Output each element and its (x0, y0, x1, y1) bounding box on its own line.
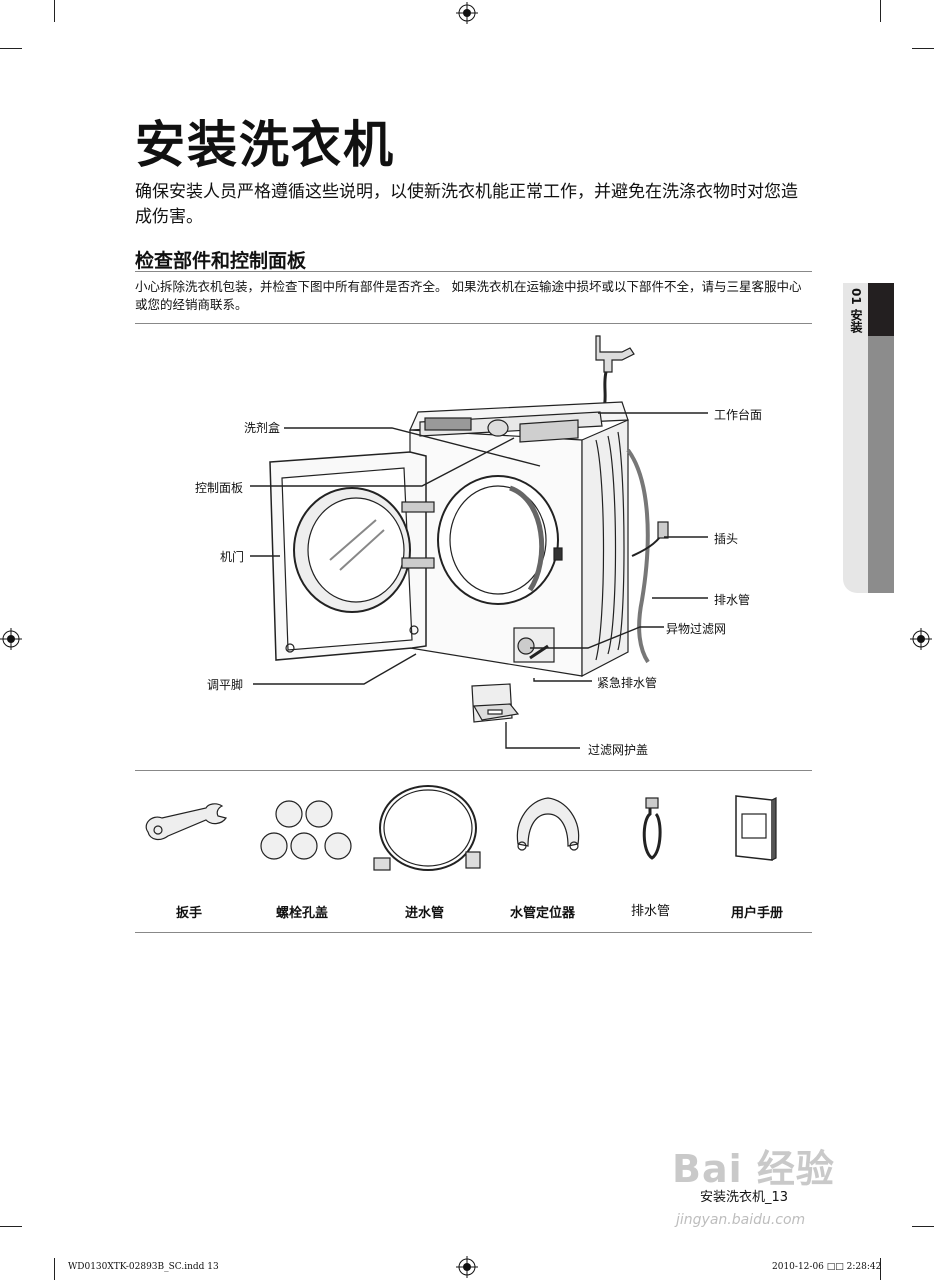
crop-mark (880, 1258, 881, 1280)
registration-mark-icon (0, 628, 22, 650)
crop-mark (54, 1258, 55, 1280)
manual-icon (735, 795, 777, 861)
label-detergent: 洗剂盒 (244, 421, 281, 435)
label-drain-hose: 排水管 (714, 593, 751, 607)
label-plug: 插头 (714, 532, 739, 546)
drain-hose-icon (642, 797, 662, 860)
page-title: 安装洗衣机 (135, 116, 395, 174)
accessory-label-wrench: 扳手 (176, 906, 203, 921)
crop-mark (0, 1226, 22, 1227)
page-number-label: 安装洗衣机_13 (700, 1190, 789, 1205)
registration-mark-icon (456, 2, 478, 24)
crop-mark (0, 48, 22, 49)
crop-mark (54, 0, 55, 22)
side-tab-label: 01 安装 (849, 288, 863, 333)
accessories-illustrations (145, 785, 777, 871)
section-description: 小心拆除洗衣机包装，并检查下图中所有部件是否齐全。 如果洗衣机在运输途中损坏或以… (135, 279, 802, 312)
accessory-label-manual: 用户手册 (731, 906, 784, 921)
bolt-caps-icon (260, 800, 352, 860)
crop-mark (912, 1226, 934, 1227)
label-filter: 异物过滤网 (666, 622, 727, 636)
side-tab-background (843, 283, 868, 593)
label-worktop: 工作台面 (714, 408, 763, 422)
divider (135, 932, 812, 933)
registration-mark-icon (910, 628, 932, 650)
accessory-label-drain-hose: 排水管 (631, 904, 671, 919)
watermark-brand: Bai 经验 (672, 1147, 835, 1191)
print-timestamp: 2010-12-06 □□ 2:28:42 (772, 1262, 882, 1272)
registration-mark-icon (456, 1256, 478, 1278)
side-tab-marker (868, 283, 894, 336)
intro-text: 确保安装人员严格遵循这些说明，以使新洗衣机能正常工作，并避免在洗涤衣物时对您造成… (135, 182, 798, 227)
crop-mark (912, 48, 934, 49)
washer-diagram (250, 335, 708, 749)
divider (135, 271, 812, 272)
side-tab-bar (868, 336, 894, 593)
section-title: 检查部件和控制面板 (135, 250, 307, 272)
label-emergency-drain: 紧急排水管 (597, 676, 658, 690)
accessory-label-bolt-caps: 螺栓孔盖 (276, 906, 329, 921)
label-control-panel: 控制面板 (195, 481, 244, 495)
accessory-label-water-hose: 进水管 (405, 906, 445, 921)
crop-mark (880, 0, 881, 22)
water-hose-icon (373, 785, 481, 871)
hose-guide-icon (516, 797, 580, 851)
label-door: 机门 (220, 550, 245, 564)
divider (135, 770, 812, 771)
wrench-icon (145, 803, 227, 841)
file-name: WD0130XTK-02893B_SC.indd 13 (68, 1262, 219, 1272)
label-filter-cover: 过滤网护盖 (588, 743, 649, 757)
label-leveling-feet: 调平脚 (207, 678, 244, 692)
divider (135, 323, 812, 324)
accessory-label-hose-guide: 水管定位器 (510, 906, 576, 921)
watermark-url: jingyan.baidu.com (676, 1212, 806, 1228)
